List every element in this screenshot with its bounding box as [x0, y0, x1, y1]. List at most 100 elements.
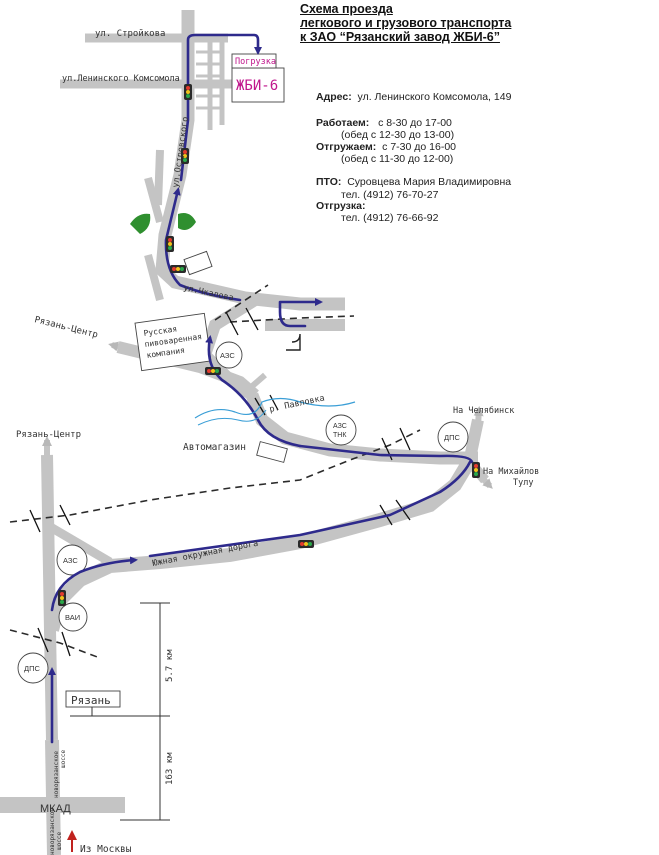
- work-label: Работаем:: [316, 117, 370, 129]
- label-stroykova: ул. Стройкова: [95, 29, 165, 39]
- road-mikhaylov-arrow: [479, 475, 493, 489]
- route: [48, 33, 474, 744]
- route-to-chkalova: [205, 335, 302, 448]
- label-mkad: МКАД: [40, 803, 71, 815]
- crossing-1: [29, 504, 71, 533]
- label-plant: ЖБИ-6: [236, 78, 278, 94]
- label-dist-upper: 5.7 км: [165, 649, 175, 682]
- railway-lower: [9, 629, 101, 659]
- label-azs-top: АЗС: [220, 351, 235, 360]
- road-branch-down: [144, 253, 164, 302]
- road-triangle: [44, 521, 113, 566]
- traffic-light-5: [205, 367, 221, 375]
- plant-grid-lines: [196, 50, 222, 110]
- label-dist-lower: 163 км: [165, 752, 175, 785]
- route-to-plant: [179, 33, 262, 182]
- route-vai-to-ring: [50, 556, 138, 612]
- traffic-light-1: [184, 84, 192, 100]
- ship-hours: с 7-30 до 16-00: [382, 141, 456, 153]
- map-title: Схема проезда легкового и грузового тран…: [300, 2, 511, 44]
- traffic-light-6: [472, 462, 480, 478]
- work-hours: с 8-30 до 17-00: [378, 117, 452, 129]
- label-automag: Автомагазин: [183, 442, 246, 453]
- azs-tnk-circle: [325, 414, 357, 446]
- route-right-turn: [298, 444, 474, 464]
- ship-label: Отгружаем:: [316, 141, 377, 153]
- distance-scale: [70, 602, 170, 821]
- crossing-5: [225, 307, 259, 336]
- route-ring-to-right: [148, 460, 472, 558]
- title-line-3: к ЗАО “Рязанский завод ЖБИ-6”: [300, 30, 500, 44]
- label-azs-tnk-2: ТНК: [333, 432, 347, 439]
- label-to-mikhaylov-1: На Михайлов: [483, 467, 539, 477]
- route-chkalova-loop: [278, 298, 323, 328]
- label-to-mikhaylov-2: Тулу: [513, 478, 533, 488]
- ship-lunch: (обед с 11-30 до 12-00): [341, 153, 454, 165]
- traffic-light-8: [58, 590, 66, 606]
- title-line-2: легкового и грузового транспорта: [300, 16, 512, 30]
- shipping-row: Отгрузка:: [316, 200, 365, 213]
- railways: [9, 284, 421, 659]
- label-novoryazanskoe-bottom-1: новорязанское: [49, 808, 56, 855]
- green-zones: [130, 213, 196, 234]
- label-to-chelyabinsk: На Челябинск: [453, 405, 514, 416]
- traffic-light-4: [170, 265, 186, 273]
- address-row: Адрес: ул. Ленинского Комсомола, 149: [316, 91, 511, 104]
- ship-row: Отгружаем: с 7-30 до 16-00: [316, 141, 456, 154]
- work-row: Работаем: с 8-30 до 17-00: [316, 117, 452, 130]
- road-to-chelyabinsk: [464, 418, 484, 460]
- label-ryazan-center-top: Рязань-Центр: [33, 315, 99, 340]
- river-pavlovka: [194, 397, 356, 419]
- shipping-phone: тел. (4912) 76-66-92: [341, 212, 439, 224]
- work-lunch: (обед с 12-30 до 13-00): [341, 129, 455, 141]
- road-center-top-arrow: [108, 341, 129, 352]
- address-label: Адрес:: [316, 91, 352, 103]
- small-building: [183, 250, 213, 276]
- road-side-short: [240, 372, 267, 398]
- label-novoryazanskoe-top-2: шоссе: [60, 750, 67, 768]
- traffic-light-3: [166, 236, 174, 252]
- road-south-ring: [45, 456, 477, 632]
- railway-top-left: [214, 284, 269, 321]
- crossing-2: [37, 627, 71, 657]
- shipping-label: Отгрузка:: [316, 200, 366, 212]
- green-zone-left: [130, 213, 151, 234]
- road-branch-left: [144, 176, 164, 224]
- label-ryazan-sign: Рязань: [71, 694, 111, 707]
- green-zone-right: [178, 213, 196, 230]
- pto-name: Суровцева Мария Владимировна: [347, 176, 512, 188]
- label-novoryazanskoe-top-1: новорязанское: [53, 751, 60, 798]
- label-novoryazanskoe-bottom-2: шоссе: [56, 832, 63, 850]
- pto-label: ПТО:: [316, 176, 342, 188]
- river-pavlovka-2: [197, 409, 267, 426]
- label-leninskogo: ул.Ленинского Комсомола: [62, 74, 180, 84]
- automag-building: [256, 441, 288, 463]
- label-dps-left: ДПС: [24, 664, 40, 673]
- plant-building: [231, 67, 285, 103]
- road-ostrovskogo-branch: [154, 149, 164, 206]
- label-dps-right: ДПС: [444, 433, 460, 442]
- azs-left-circle: [56, 544, 88, 576]
- label-from-moscow: Из Москвы: [80, 844, 132, 855]
- traffic-light-7: [298, 540, 314, 548]
- label-ryazan-center-left: Рязань-Центр: [16, 430, 81, 440]
- label-azs-tnk-1: АЗС: [333, 423, 347, 430]
- buildings: [65, 53, 288, 708]
- ryazan-sign-box: [65, 690, 121, 708]
- dps-right-circle: [437, 421, 469, 453]
- vai-circle: [58, 602, 88, 632]
- address-value: ул. Ленинского Комсомола, 149: [357, 91, 512, 103]
- traffic-lights: [58, 84, 480, 606]
- pto-phone: тел. (4912) 76-70-27: [341, 189, 439, 201]
- road-chelyabinsk-arrow: [473, 406, 484, 426]
- posts: [17, 341, 469, 684]
- label-vai: ВАИ: [65, 613, 80, 622]
- plant-grid: [196, 50, 222, 110]
- label-loading: Погрузка: [235, 57, 276, 67]
- label-river: р. Павловка: [269, 393, 326, 414]
- pto-row: ПТО: Суровцева Мария Владимировна: [316, 176, 511, 189]
- railway-main: [9, 429, 421, 523]
- title-line-1: Схема проезда: [300, 2, 393, 16]
- turn-sign: [286, 333, 301, 351]
